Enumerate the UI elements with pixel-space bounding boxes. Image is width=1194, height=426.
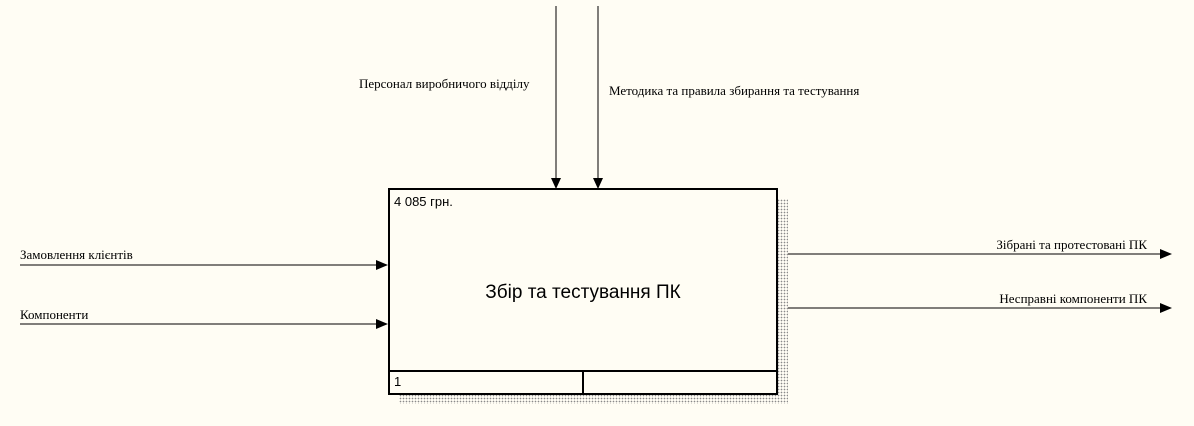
activity-box[interactable]: 4 085 грн. Збір та тестування ПК 1 — [388, 188, 778, 395]
activity-title: Збір та тестування ПК — [485, 282, 681, 303]
output-label-faulty: Несправні компоненти ПК — [999, 291, 1147, 306]
output-label-assembled: Зібрані та протестовані ПК — [996, 237, 1147, 252]
input-arrowhead-components — [376, 319, 388, 329]
activity-footer: 1 — [390, 370, 776, 393]
activity-number: 1 — [394, 374, 402, 389]
control-label-methodology: Методика та правила збирання та тестуван… — [609, 83, 860, 98]
control-arrowhead-personnel — [551, 178, 561, 189]
input-label-components: Компоненти — [20, 307, 89, 322]
input-arrowhead-orders — [376, 260, 388, 270]
output-arrowhead-assembled — [1160, 249, 1172, 259]
output-arrowhead-faulty — [1160, 303, 1172, 313]
activity-footer-divider — [582, 372, 584, 393]
control-label-personnel: Персонал виробничого відділу — [359, 76, 530, 91]
activity-cost: 4 085 грн. — [394, 194, 453, 209]
control-arrowhead-methodology — [593, 178, 603, 189]
input-label-orders: Замовлення клієнтів — [20, 247, 133, 262]
